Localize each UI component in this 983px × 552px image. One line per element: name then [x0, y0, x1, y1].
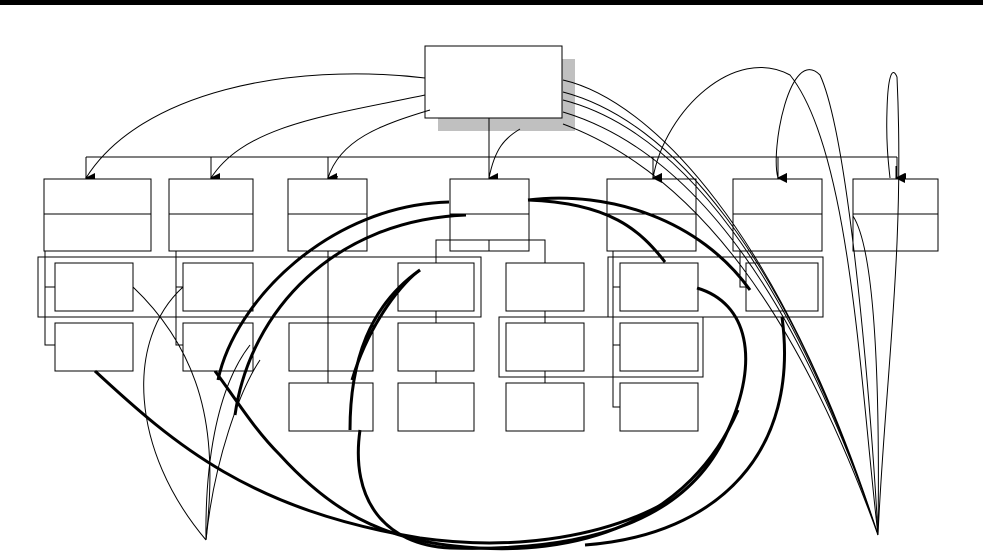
- level-three-boxes: [54, 262, 819, 432]
- left-group-outline: [37, 256, 482, 318]
- hierarchy-connectors: [44, 239, 746, 408]
- middle-group-outline: [498, 316, 704, 378]
- thin-long-arcs: [132, 67, 900, 541]
- level-two-boxes: [43, 178, 939, 252]
- top-root-box: [424, 45, 563, 119]
- top-border-rule: [0, 0, 983, 5]
- curved-arrow-left-2: [210, 94, 426, 188]
- right-group-outline: [607, 256, 824, 318]
- curved-arrow-center: [488, 128, 521, 179]
- curved-arrow-left-1: [85, 73, 426, 188]
- thick-arcs: [93, 196, 787, 551]
- curved-arrow-left-3: [327, 109, 431, 186]
